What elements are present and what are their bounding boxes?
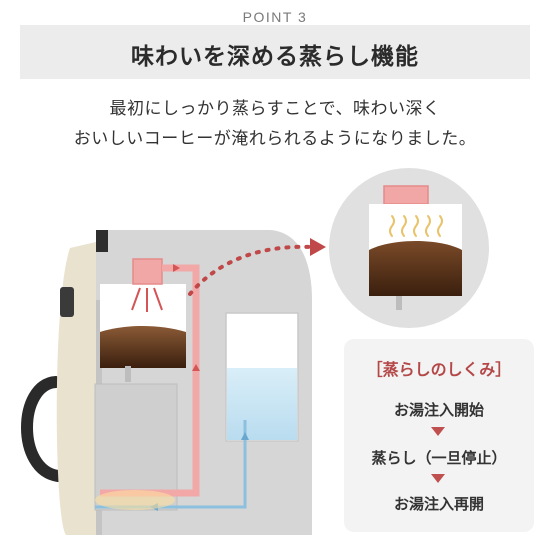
water-level: [227, 368, 297, 440]
shower-head: [132, 258, 163, 285]
title-band: [20, 25, 530, 79]
machine-front-panel: [56, 242, 96, 535]
description-line-1: 最初にしっかり蒸らすことで、味わい深く: [109, 99, 441, 119]
top-lid: [96, 230, 108, 252]
zoom-dotted-arrow: [188, 244, 314, 296]
coffee-grounds: [100, 326, 186, 368]
step-1: お湯注入開始: [393, 401, 484, 419]
description-line-2: おいしいコーヒーが淹れられるようになりました。: [73, 129, 477, 149]
down-arrow-icon: [431, 427, 445, 436]
page-title: 味わいを深める蒸らし機能: [131, 44, 419, 70]
zoom-coffee-grounds: [369, 241, 462, 296]
heater-glow: [95, 490, 175, 510]
carafe-handle: [21, 376, 64, 482]
step-2: 蒸らし（一旦停止）: [371, 449, 507, 467]
zoom-shower-head: [383, 185, 429, 205]
steps-panel-heading: ［蒸らしのしくみ］: [366, 360, 512, 379]
step-3: お湯注入再開: [393, 495, 484, 513]
point-label: POINT 3: [242, 9, 308, 25]
carafe-area: [94, 383, 178, 511]
down-arrow-icon: [431, 474, 445, 483]
control-knob: [60, 287, 74, 317]
